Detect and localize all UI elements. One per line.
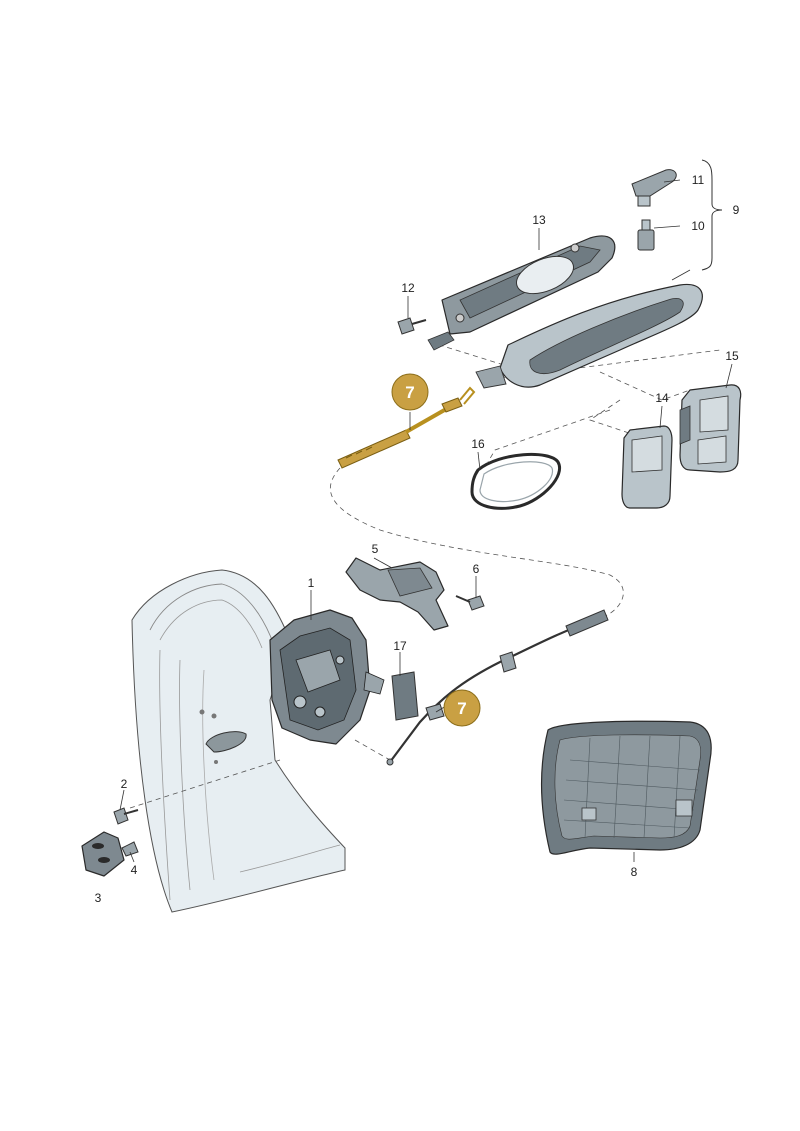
- trim-cover-8: [540, 720, 712, 855]
- callout-11: 11: [692, 173, 705, 187]
- switch-module-15: [679, 384, 742, 473]
- callout-6: 6: [473, 562, 480, 576]
- callout-3: 3: [95, 891, 102, 905]
- callout-14: 14: [655, 391, 669, 405]
- inner-door-handle: [475, 283, 703, 389]
- striker-plate-3: [81, 831, 125, 877]
- callout-15: 15: [725, 349, 739, 363]
- callout-10: 10: [691, 219, 705, 233]
- handle-carrier-frame: [427, 235, 616, 351]
- mounting-bracket-5: [345, 557, 449, 631]
- screw-12: [397, 317, 427, 335]
- screw-6: [455, 595, 485, 611]
- callout-2: 2: [121, 777, 128, 791]
- door-striker-slot: [205, 731, 247, 753]
- callout-7-upper: 7: [405, 383, 414, 402]
- switch-cover-14: [621, 425, 673, 509]
- screw-4: [121, 841, 139, 857]
- callout-7-lower: 7: [457, 699, 466, 718]
- leader-lines: [119, 179, 733, 863]
- callout-labels: 1 2 3 4 5 6 8 9 10 11 12 13 14 15 16 17: [95, 173, 740, 905]
- callout-12: 12: [401, 281, 415, 295]
- handle-cap-11: [631, 169, 677, 207]
- release-cable-lower: [386, 609, 609, 766]
- callout-5: 5: [372, 542, 379, 556]
- callout-4: 4: [131, 863, 138, 877]
- callout-8: 8: [631, 865, 638, 879]
- door-lock-1: [269, 609, 385, 745]
- door-panel: [131, 569, 346, 913]
- group-bracket-9: [671, 159, 723, 281]
- callout-1: 1: [308, 576, 315, 590]
- callout-badge-7-upper: 7: [391, 373, 429, 411]
- callout-badge-7-lower: 7: [443, 689, 481, 727]
- seal-16: [470, 452, 562, 510]
- plug-10: [637, 219, 655, 251]
- callout-13: 13: [532, 213, 546, 227]
- release-cable-upper-highlighted: [337, 386, 476, 469]
- callout-16: 16: [471, 437, 485, 451]
- screw-2: [113, 807, 139, 825]
- callout-9: 9: [733, 203, 740, 217]
- pad-17: [391, 671, 419, 721]
- callout-17: 17: [393, 639, 407, 653]
